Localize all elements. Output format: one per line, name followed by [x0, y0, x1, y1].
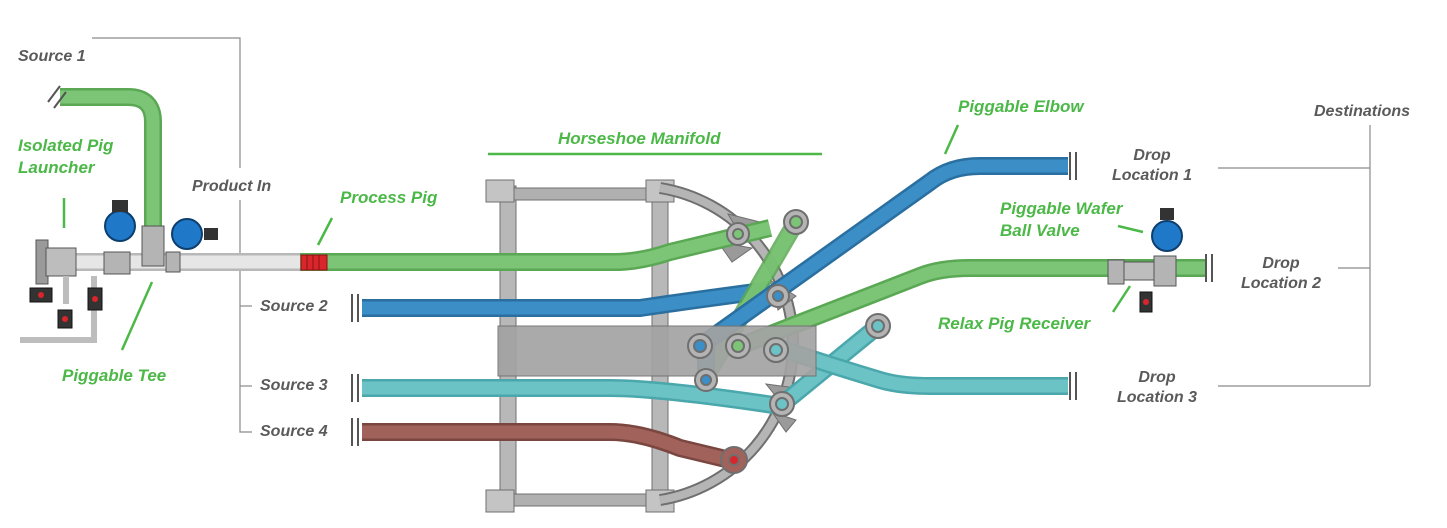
- pig-launcher: [20, 200, 218, 343]
- process-pig: [300, 254, 328, 271]
- destinations-label: Destinations: [1314, 103, 1411, 120]
- drop-location-2-line2: Location 2: [1240, 275, 1321, 292]
- launcher-valve-actuator: [104, 210, 136, 242]
- source3-label: Source 3: [260, 377, 328, 394]
- piggable-elbow-label: Piggable Elbow: [958, 97, 1084, 116]
- isolated-pig-launcher-line2: Launcher: [18, 158, 95, 177]
- relax-pig-receiver-label: Relax Pig Receiver: [938, 314, 1091, 333]
- source1-label: Source 1: [18, 48, 86, 65]
- drop-location-3-label: Drop Location 3: [1108, 368, 1206, 408]
- process-pig-label: Process Pig: [340, 188, 438, 207]
- source-bracket: [92, 37, 252, 433]
- relax-pig-receiver: [1107, 208, 1183, 313]
- piggable-wafer-line2: Ball Valve: [1000, 221, 1080, 240]
- drop-location-3-line1: Drop: [1138, 369, 1176, 386]
- pipe-end-caps: [47, 85, 1213, 446]
- isolated-pig-launcher-line1: Isolated Pig: [18, 136, 114, 155]
- source4-label: Source 4: [260, 423, 328, 440]
- drop-location-2-line1: Drop: [1262, 255, 1300, 272]
- product-in-label: Product In: [192, 178, 272, 195]
- wafer-valve-actuator: [1151, 220, 1183, 252]
- drop-location-1-line2: Location 1: [1111, 167, 1192, 184]
- source2-label: Source 2: [260, 298, 328, 315]
- drop-location-3-line2: Location 3: [1116, 389, 1197, 406]
- label-leaders: [62, 124, 1144, 351]
- piggable-wafer-line1: Piggable Wafer: [1000, 199, 1123, 218]
- piggable-wafer-ball-valve-label: Piggable Wafer Ball Valve: [1000, 198, 1123, 242]
- manifold-bar: [497, 325, 817, 377]
- piggable-tee-label: Piggable Tee: [62, 366, 167, 385]
- drop-location-1-label: Drop Location 1: [1104, 146, 1200, 186]
- horseshoe-manifold-label: Horseshoe Manifold: [558, 129, 721, 148]
- manifold-flanges: [687, 209, 891, 474]
- source-valve-actuator: [171, 218, 203, 250]
- destinations-bracket: [1218, 125, 1371, 387]
- isolated-pig-launcher-label: Isolated Pig Launcher: [18, 135, 113, 179]
- drop-location-1-line1: Drop: [1133, 147, 1171, 164]
- pipes: [40, 88, 1205, 469]
- drop-location-2-label: Drop Location 2: [1232, 254, 1330, 294]
